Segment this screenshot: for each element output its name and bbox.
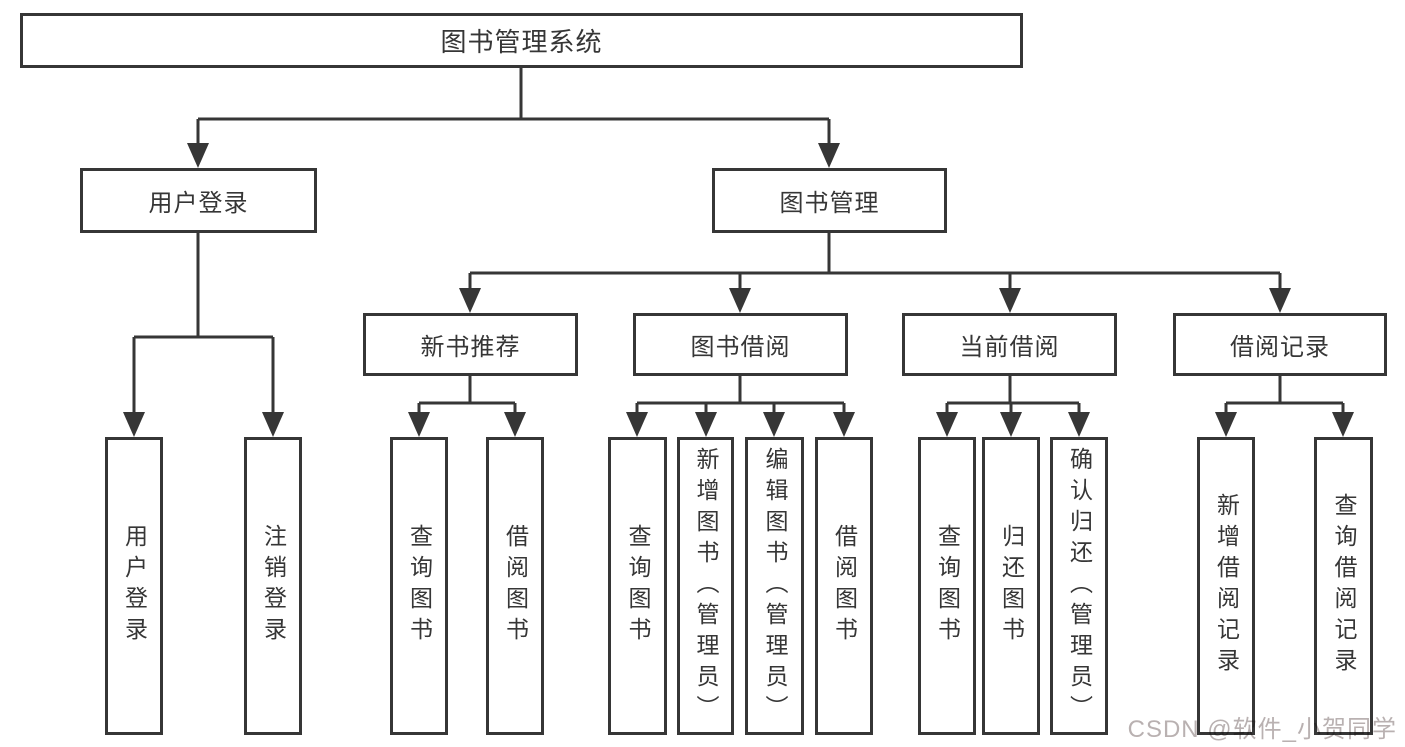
leaf-query-borrow-record: 查询借阅记录 (1314, 437, 1373, 735)
node-label: 图书管理系统 (440, 27, 603, 57)
leaf-query-books-borrow: 查询图书 (608, 437, 667, 735)
node-new-book-recommend: 新书推荐 (363, 313, 578, 376)
leaf-label: 确认归还（管理员） (1066, 446, 1093, 726)
leaf-label: 归还图书 (998, 524, 1025, 648)
node-label: 借阅记录 (1230, 334, 1330, 361)
leaf-label: 查询图书 (406, 524, 433, 648)
node-library-management-system: 图书管理系统 (20, 13, 1023, 68)
node-label: 新书推荐 (420, 334, 521, 361)
leaf-label: 借阅图书 (831, 524, 858, 648)
leaf-query-books-current: 查询图书 (918, 437, 976, 735)
node-label: 用户登录 (148, 190, 249, 217)
leaf-label: 新增借阅记录 (1213, 493, 1240, 679)
node-book-borrow: 图书借阅 (633, 313, 848, 376)
node-book-management: 图书管理 (712, 168, 947, 233)
node-label: 图书借阅 (690, 334, 791, 361)
leaf-query-books-recommend: 查询图书 (390, 437, 448, 735)
leaf-label: 用户登录 (121, 524, 148, 648)
node-user-login: 用户登录 (80, 168, 317, 233)
node-label: 当前借阅 (959, 334, 1060, 361)
leaf-label: 新增图书（管理员） (693, 446, 719, 726)
leaf-label: 查询图书 (934, 524, 961, 648)
leaf-label: 注销登录 (260, 524, 287, 648)
leaf-add-borrow-record: 新增借阅记录 (1197, 437, 1255, 735)
leaf-label: 编辑图书（管理员） (762, 446, 788, 726)
leaf-label: 借阅图书 (502, 524, 529, 648)
leaf-borrow-books: 借阅图书 (815, 437, 873, 735)
leaf-return-book: 归还图书 (982, 437, 1040, 735)
leaf-logout: 注销登录 (244, 437, 302, 735)
leaf-label: 查询借阅记录 (1331, 493, 1357, 679)
node-label: 图书管理 (779, 190, 880, 217)
csdn-watermark: CSDN @软件_小贺同学 (1127, 716, 1397, 743)
node-borrow-records: 借阅记录 (1173, 313, 1387, 376)
leaf-user-login: 用户登录 (105, 437, 163, 735)
leaf-confirm-return-admin: 确认归还（管理员） (1050, 437, 1108, 735)
leaf-edit-book-admin: 编辑图书（管理员） (745, 437, 804, 735)
leaf-borrow-books-recommend: 借阅图书 (486, 437, 544, 735)
leaf-add-book-admin: 新增图书（管理员） (677, 437, 734, 735)
leaf-label: 查询图书 (625, 524, 651, 648)
node-current-borrow: 当前借阅 (902, 313, 1117, 376)
arrowhead-icons (123, 143, 1354, 437)
